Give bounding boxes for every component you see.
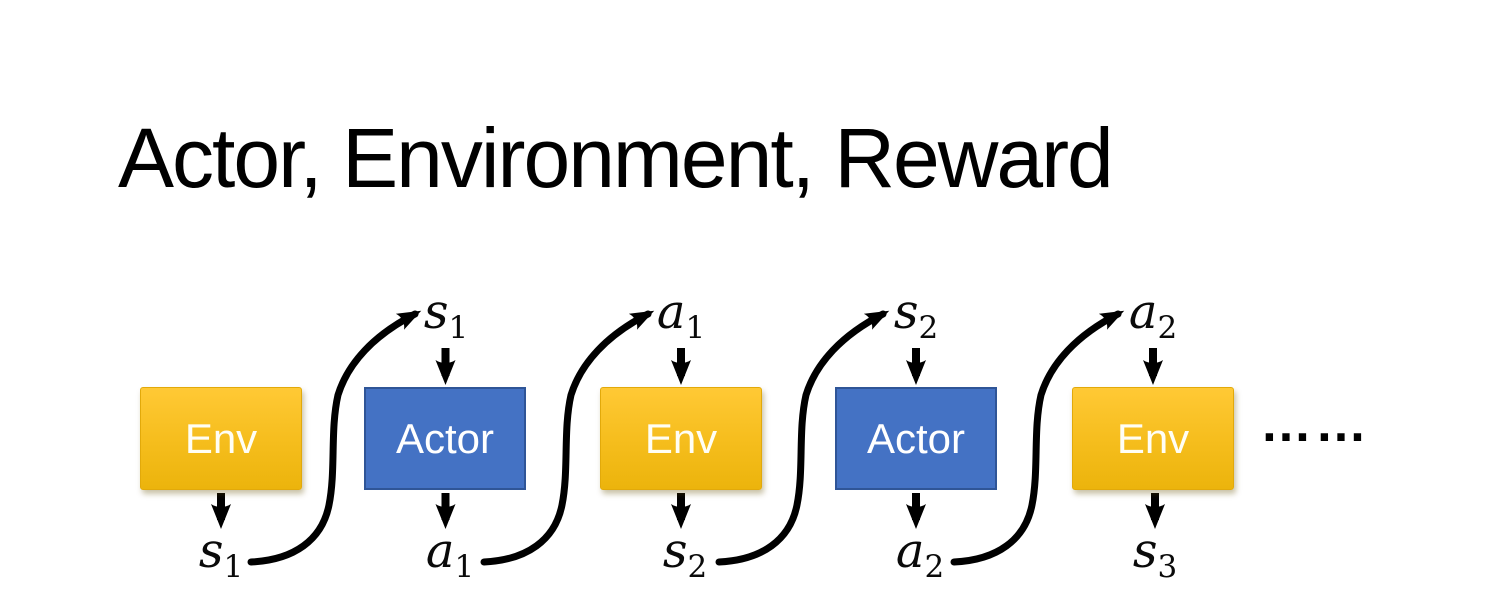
label-subscript: 1 — [454, 549, 475, 585]
label-s3-bottom: s3 — [1105, 527, 1205, 585]
env-box-2-label: Env — [644, 414, 718, 462]
label-base: a — [895, 523, 925, 579]
label-base: s — [198, 523, 224, 579]
env-box-1: Env — [140, 387, 302, 490]
label-s1-top: s1 — [396, 288, 496, 346]
label-subscript: 1 — [448, 310, 469, 346]
label-base: a — [1128, 284, 1158, 340]
label-base: s — [1132, 523, 1158, 579]
label-s2-bottom: s2 — [635, 527, 735, 585]
label-base: a — [425, 523, 455, 579]
actor-box-2: Actor — [835, 387, 997, 490]
label-subscript: 2 — [918, 310, 939, 346]
env-box-3: Env — [1072, 387, 1234, 490]
label-base: s — [893, 284, 919, 340]
label-a2-top: a2 — [1103, 288, 1203, 346]
label-a1-bottom: a1 — [400, 527, 500, 585]
actor-box-1: Actor — [364, 387, 526, 490]
env-box-3-label: Env — [1116, 414, 1190, 462]
label-subscript: 2 — [687, 549, 708, 585]
label-subscript: 3 — [1157, 549, 1178, 585]
label-a1-top: a1 — [631, 288, 731, 346]
slide-title: Actor, Environment, Reward — [118, 111, 1114, 205]
label-a2-bottom: a2 — [870, 527, 970, 585]
env-box-2: Env — [600, 387, 762, 490]
label-subscript: 2 — [1157, 310, 1178, 346]
label-base: a — [656, 284, 686, 340]
actor-box-2-label: Actor — [866, 414, 966, 462]
actor-box-1-label: Actor — [395, 414, 495, 462]
label-subscript: 1 — [685, 310, 706, 346]
label-s2-top: s2 — [866, 288, 966, 346]
label-s1-bottom: s1 — [171, 527, 271, 585]
label-subscript: 1 — [223, 549, 244, 585]
env-box-1-label: Env — [184, 414, 258, 462]
continuation-ellipsis: …… — [1260, 395, 1370, 453]
label-base: s — [662, 523, 688, 579]
label-subscript: 2 — [924, 549, 945, 585]
label-base: s — [423, 284, 449, 340]
